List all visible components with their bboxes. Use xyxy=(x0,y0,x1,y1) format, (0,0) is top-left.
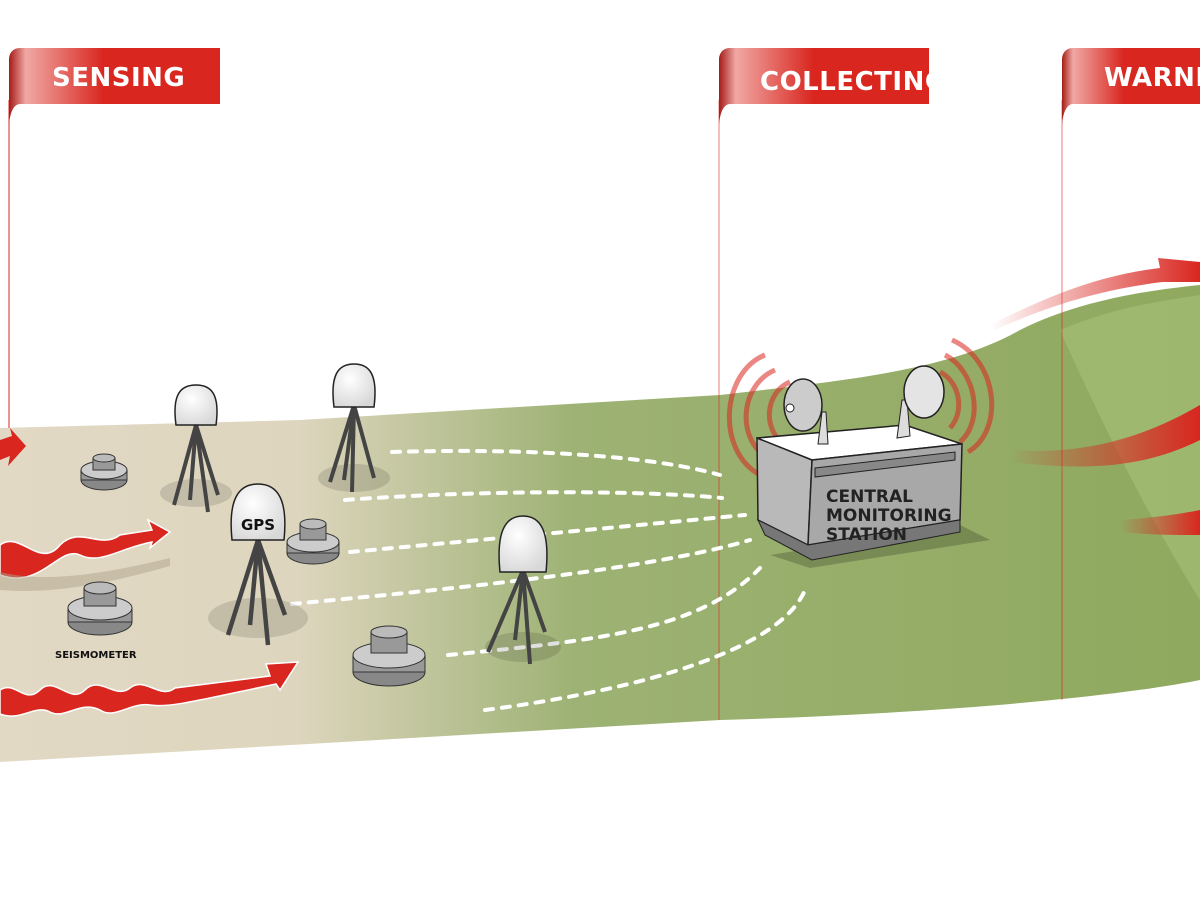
svg-text:SENSING: SENSING xyxy=(52,63,185,93)
seismometer-label: SEISMOMETER xyxy=(55,650,137,661)
seismometer xyxy=(286,518,340,565)
banner-sensing: SENSING xyxy=(9,48,220,125)
svg-text:COLLECTING: COLLECTING xyxy=(760,67,947,97)
banner-warning: WARNING xyxy=(1062,48,1200,125)
station-label: CENTRAL MONITORING STATION xyxy=(826,487,958,545)
gps-station: GPS xyxy=(208,483,308,646)
radio-waves-right xyxy=(938,337,995,455)
data-link-lines xyxy=(290,448,807,712)
gps-station xyxy=(318,363,390,493)
central-monitoring-station: CENTRAL MONITORING STATION xyxy=(727,337,995,568)
gps-station xyxy=(485,515,561,665)
svg-text:WARNING: WARNING xyxy=(1104,63,1200,93)
seismic-wave-arrows xyxy=(0,428,300,717)
warning-arrows xyxy=(990,258,1200,535)
gps-station xyxy=(160,384,232,513)
banner-collecting: COLLECTING xyxy=(719,48,947,125)
gps-label: GPS xyxy=(241,516,275,534)
seismometer xyxy=(67,581,133,636)
seismometer xyxy=(80,453,128,491)
seismometer xyxy=(352,625,426,687)
ground-plane xyxy=(0,285,1200,762)
